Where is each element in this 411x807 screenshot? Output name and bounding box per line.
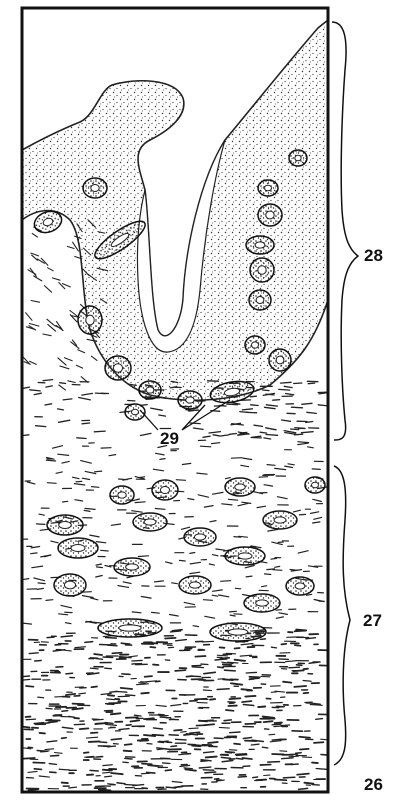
- label-29: 29: [160, 430, 179, 447]
- brace-28: [332, 22, 358, 440]
- label-27: 27: [363, 612, 382, 629]
- label-26: 26: [364, 776, 383, 793]
- brace-27: [334, 466, 350, 765]
- label-28: 28: [364, 247, 383, 264]
